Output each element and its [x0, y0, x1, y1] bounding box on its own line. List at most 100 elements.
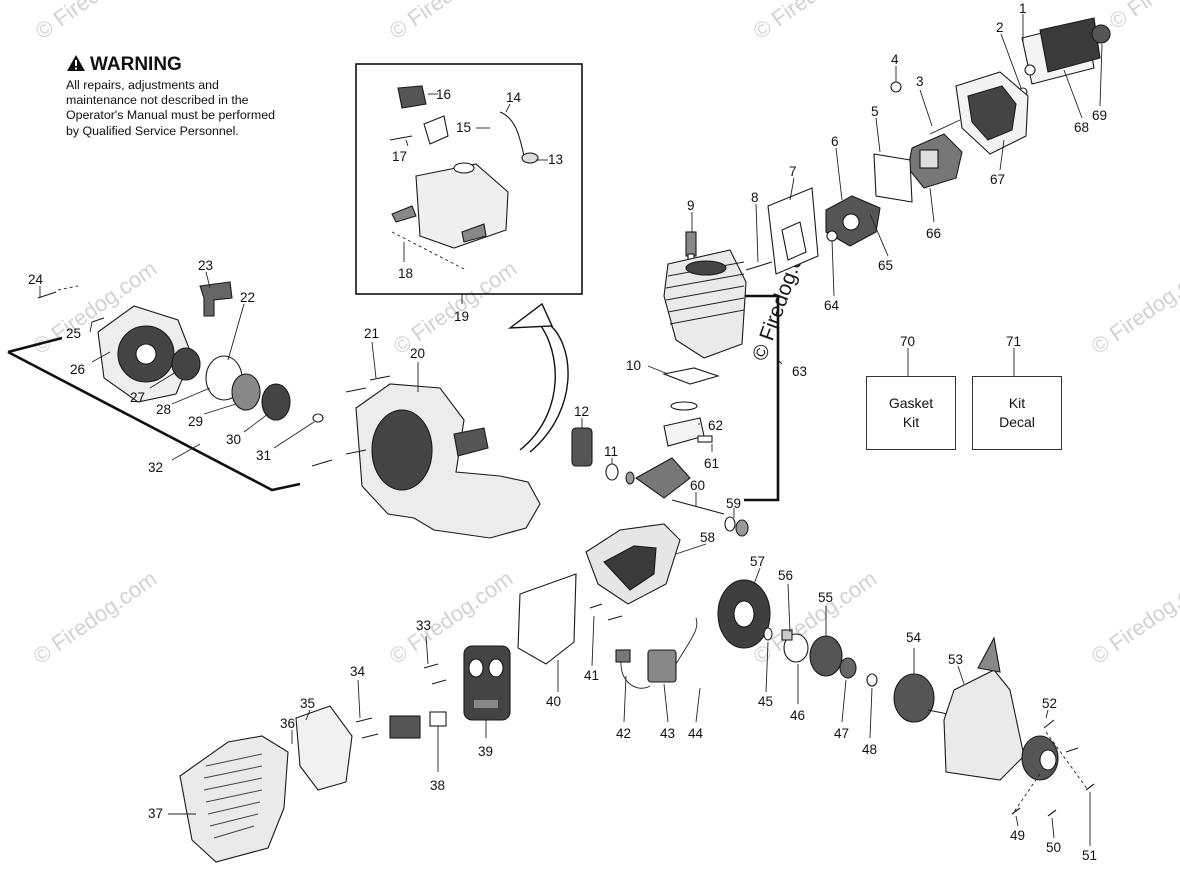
- callout-64: 64: [824, 298, 840, 313]
- callout-8: 8: [751, 190, 759, 205]
- callout-62: 62: [708, 418, 723, 433]
- cylinder: [663, 249, 747, 359]
- watermark: © Firedog.com: [749, 0, 882, 44]
- callout-28: 28: [156, 402, 171, 417]
- ignition-module: [571, 427, 593, 467]
- callout-18: 18: [398, 266, 413, 281]
- fuel-tank-assembly: [389, 85, 539, 271]
- warning-text: All repairs, adjustments and maintenance…: [66, 78, 275, 138]
- callout-13: 13: [548, 152, 563, 167]
- bolt-8: [745, 261, 773, 271]
- callout-22: 22: [240, 290, 255, 305]
- engine-cover: [179, 705, 353, 863]
- callout-2: 2: [996, 20, 1004, 35]
- arrow-head: [507, 302, 554, 329]
- watermark: © Firedog.com: [385, 0, 518, 44]
- watermark: © Firedog.com: [1087, 566, 1180, 669]
- callout-21: 21: [364, 326, 379, 341]
- callout-39: 39: [478, 744, 493, 759]
- kit-decal-line2: Decal: [999, 414, 1035, 430]
- watermark: © Firedog.com: [31, 0, 164, 44]
- callout-53: 53: [948, 652, 963, 667]
- callout-37: 37: [148, 806, 163, 821]
- callout-34: 34: [350, 664, 366, 679]
- callout-47: 47: [834, 726, 849, 741]
- washer-45: [763, 627, 773, 641]
- fan-housing: [355, 383, 541, 539]
- muffler-gasket: [389, 715, 421, 739]
- warning-title: WARNING: [67, 54, 306, 76]
- gasket-kit-box: Gasket Kit: [866, 376, 956, 450]
- callout-41: 41: [584, 668, 599, 683]
- callout-19: 19: [454, 309, 469, 324]
- callout-11: 11: [604, 444, 618, 459]
- washer-48: [866, 673, 878, 687]
- ignition-coil: [615, 617, 698, 689]
- callout-60: 60: [690, 478, 705, 493]
- crankcase: [585, 523, 681, 605]
- warning-triangle-icon: [67, 55, 85, 71]
- callout-27: 27: [130, 390, 145, 405]
- callout-26: 26: [70, 362, 85, 377]
- housing-screws: [1011, 719, 1095, 817]
- callout-54: 54: [906, 630, 922, 645]
- clutch-housing: [943, 636, 1059, 781]
- callout-16: 16: [436, 87, 451, 102]
- clutch-drum: [893, 673, 949, 723]
- insulator: [825, 195, 881, 247]
- kit-decal-box: Kit Decal: [972, 376, 1062, 450]
- callout-5: 5: [871, 104, 879, 119]
- warning-block: WARNING All repairs, adjustments and mai…: [66, 54, 306, 139]
- gasket-kit-line2: Kit: [902, 414, 920, 430]
- callout-61: 61: [704, 456, 719, 471]
- callout-40: 40: [546, 694, 561, 709]
- starter-pawl: [261, 383, 291, 421]
- callout-68: 68: [1074, 120, 1089, 135]
- callout-31: 31: [256, 448, 271, 463]
- clutch-55: [809, 635, 843, 677]
- callout-38: 38: [430, 778, 445, 793]
- callout-9: 9: [687, 198, 695, 213]
- air-filter-cover: [1018, 17, 1111, 97]
- callout-67: 67: [990, 172, 1005, 187]
- callout-25: 25: [66, 326, 81, 341]
- watermark: © Firedog.com: [29, 566, 162, 669]
- watermark: © Firedog.com: [1087, 256, 1180, 359]
- watermark: © Firedog.com: [1105, 0, 1180, 34]
- callout-49: 49: [1010, 828, 1025, 843]
- carburetor: [890, 81, 963, 189]
- callout-51: 51: [1082, 848, 1097, 863]
- callout-17: 17: [392, 149, 407, 164]
- callout-35: 35: [300, 696, 315, 711]
- screws: [37, 285, 391, 467]
- air-box: [955, 71, 1029, 155]
- callout-66: 66: [926, 226, 941, 241]
- bolts: [355, 603, 623, 739]
- plate-46: [783, 633, 809, 663]
- leader-lines: [39, 14, 1103, 846]
- kit-decal-line1: Kit: [1008, 395, 1026, 411]
- callout-57: 57: [750, 554, 765, 569]
- starter-housing: [97, 305, 193, 403]
- flywheel: [717, 579, 771, 649]
- callout-6: 6: [831, 134, 839, 149]
- callout-46: 46: [790, 708, 805, 723]
- bracket-32-top: [7, 336, 63, 354]
- callout-50: 50: [1046, 840, 1061, 855]
- callout-42: 42: [616, 726, 631, 741]
- gasket-kit-line1: Gasket: [888, 395, 934, 411]
- fuel-tank-inset-frame: [355, 63, 583, 295]
- callout-20: 20: [410, 346, 425, 361]
- heat-shield: [517, 573, 577, 665]
- callout-labels: 1 2 3 4 5 6 7 8 9 10 11 12 13 14 15 16 1…: [28, 1, 1107, 863]
- callout-4: 4: [891, 52, 899, 67]
- gasket-5: [873, 153, 913, 203]
- base-gasket: [662, 367, 720, 385]
- callout-43: 43: [660, 726, 675, 741]
- callout-59: 59: [726, 496, 741, 511]
- callout-45: 45: [758, 694, 773, 709]
- callout-52: 52: [1042, 696, 1057, 711]
- warning-title-text: WARNING: [90, 54, 182, 75]
- callout-63: 63: [792, 364, 807, 379]
